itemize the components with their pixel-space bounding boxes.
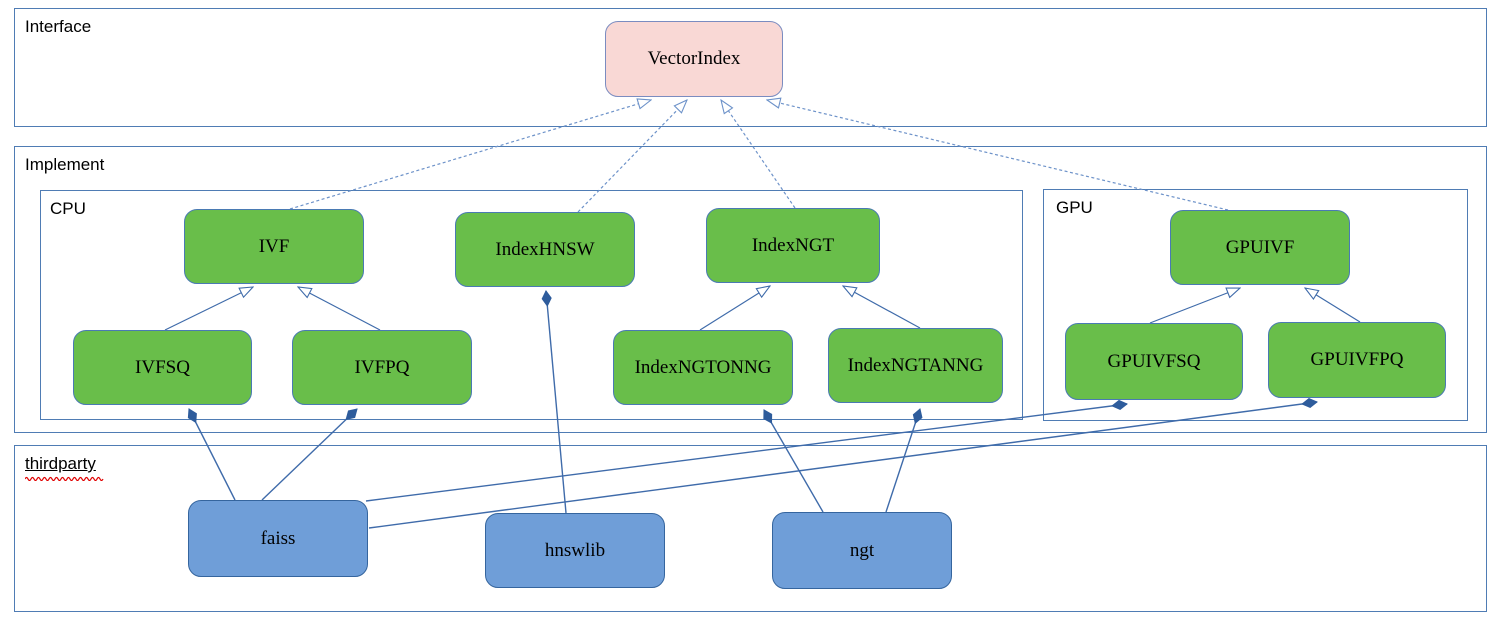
node-indexngtanng[interactable]: IndexNGTANNG <box>828 328 1003 403</box>
node-label-gpuivfpq: GPUIVFPQ <box>1310 349 1404 370</box>
node-gpuivfpq[interactable]: GPUIVFPQ <box>1268 322 1446 398</box>
node-label-ivfpq: IVFPQ <box>354 356 410 378</box>
container-label-gpu: GPU <box>1056 198 1093 217</box>
node-label-gpuivf: GPUIVF <box>1225 236 1295 258</box>
edge-indexhnsw-vectorindex[interactable] <box>577 100 687 213</box>
edge-indexngt-vectorindex[interactable] <box>721 100 796 209</box>
edge-ivfsq-ivf[interactable] <box>164 287 253 331</box>
edge-indexngtonng-indexngt[interactable] <box>699 286 770 331</box>
node-label-ivfsq: IVFSQ <box>135 356 190 378</box>
node-faiss[interactable]: faiss <box>188 500 368 577</box>
node-label-ivf: IVF <box>258 235 290 257</box>
edge-gpuivfpq-gpuivf[interactable] <box>1305 288 1361 323</box>
node-label-faiss: faiss <box>260 527 296 549</box>
node-label-ngt: ngt <box>849 539 875 561</box>
node-gpuivfsq[interactable]: GPUIVFSQ <box>1065 323 1243 400</box>
edge-indexngtanng-indexngt[interactable] <box>843 286 921 329</box>
node-ivfsq[interactable]: IVFSQ <box>73 330 252 405</box>
node-label-gpuivfsq: GPUIVFSQ <box>1107 350 1201 372</box>
node-label-hnswlib: hnswlib <box>544 539 606 561</box>
edge-faiss-gpuivfpq[interactable] <box>368 397 1318 529</box>
node-ngt[interactable]: ngt <box>772 512 952 589</box>
spellcheck-wavy-underline <box>25 476 104 481</box>
edge-ngt-indexngtanng[interactable] <box>885 408 923 513</box>
node-label-indexngtonng: IndexNGTONNG <box>634 356 772 378</box>
node-label-indexngt: IndexNGT <box>751 234 835 256</box>
node-indexngtonng[interactable]: IndexNGTONNG <box>613 330 793 405</box>
edge-faiss-ivfsq[interactable] <box>187 408 236 501</box>
edge-gpuivf-vectorindex[interactable] <box>767 100 1229 211</box>
node-ivf[interactable]: IVF <box>184 209 364 284</box>
node-label-indexhnsw: IndexHNSW <box>495 238 595 260</box>
edge-faiss-gpuivfsq[interactable] <box>365 399 1128 502</box>
node-hnswlib[interactable]: hnswlib <box>485 513 665 588</box>
edge-gpuivfsq-gpuivf[interactable] <box>1149 287 1240 324</box>
container-label-thirdparty-wrap: thirdparty <box>25 454 104 481</box>
container-label-interface: Interface <box>25 17 92 36</box>
edge-ngt-indexngtonng[interactable] <box>763 409 824 513</box>
node-label-vectorindex: VectorIndex <box>647 48 741 69</box>
edge-ivfpq-ivf[interactable] <box>298 287 381 331</box>
node-label-indexngtanng: IndexNGTANNG <box>847 354 984 376</box>
container-label-implement: Implement <box>25 155 105 174</box>
edge-faiss-ivfpq[interactable] <box>261 408 358 501</box>
edge-hnswlib-indexhnsw[interactable] <box>541 290 567 514</box>
container-label-thirdparty: thirdparty <box>25 454 96 473</box>
node-indexngt[interactable]: IndexNGT <box>706 208 880 283</box>
edge-ivf-vectorindex[interactable] <box>289 100 651 210</box>
container-label-cpu: CPU <box>50 199 86 218</box>
node-ivfpq[interactable]: IVFPQ <box>292 330 472 405</box>
node-gpuivf[interactable]: GPUIVF <box>1170 210 1350 285</box>
node-indexhnsw[interactable]: IndexHNSW <box>455 212 635 287</box>
node-vectorindex[interactable]: VectorIndex <box>605 21 783 97</box>
